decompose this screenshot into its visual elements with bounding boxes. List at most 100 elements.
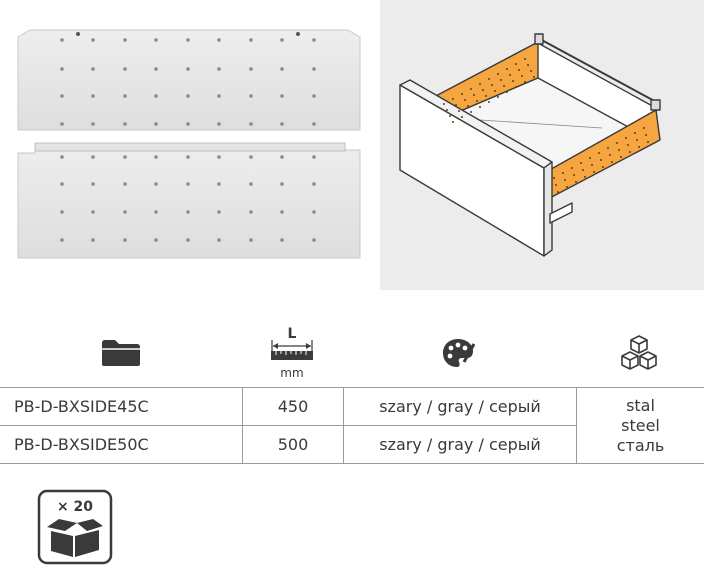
perforation-hole	[312, 182, 316, 186]
perforation-hole	[573, 174, 575, 176]
perforation-hole	[449, 115, 451, 117]
perforation-hole	[455, 104, 457, 106]
perforation-hole	[470, 111, 472, 113]
perforation-hole	[280, 67, 284, 71]
perforation-hole	[506, 68, 508, 70]
palette-icon	[443, 339, 476, 367]
perforation-hole	[461, 93, 463, 95]
perforation-hole	[249, 94, 253, 98]
perforation-hole	[123, 94, 127, 98]
panels-illustration	[17, 29, 361, 259]
perforation-hole	[446, 109, 448, 111]
drawer-illustration	[399, 33, 661, 257]
perforation-hole	[509, 74, 511, 76]
perforation-hole	[312, 122, 316, 126]
lower-panel	[17, 142, 361, 259]
box-icon: × 20	[37, 489, 113, 565]
perforation-hole	[600, 159, 602, 161]
perforation-hole	[217, 182, 221, 186]
perforation-hole	[625, 137, 627, 139]
perforation-hole	[616, 142, 618, 144]
perforation-hole	[60, 122, 64, 126]
perforation-hole	[512, 80, 514, 82]
cubes-icon	[621, 335, 657, 370]
perforation-hole	[618, 149, 620, 151]
perforation-hole	[566, 186, 568, 188]
perforation-hole	[497, 73, 499, 75]
perforation-hole	[582, 169, 584, 171]
perforation-hole	[186, 238, 190, 242]
folder-icon	[102, 340, 140, 366]
length-value: 500	[242, 425, 344, 464]
perforation-hole	[645, 134, 647, 136]
perforation-hole	[280, 182, 284, 186]
perforation-hole	[491, 84, 493, 86]
perforation-hole	[634, 132, 636, 134]
perforation-hole	[123, 238, 127, 242]
perforation-hole	[473, 94, 475, 96]
perforation-hole	[91, 238, 95, 242]
perforation-hole	[91, 67, 95, 71]
perforation-hole	[217, 122, 221, 126]
spec-table: PB-D-BXSIDE45C 450 szary / gray / серый …	[0, 387, 704, 464]
perforation-hole	[452, 98, 454, 100]
perforation-hole	[533, 76, 535, 78]
perforation-hole	[494, 90, 496, 92]
perforation-hole	[249, 238, 253, 242]
code-column-header	[0, 318, 242, 388]
perforation-hole	[60, 155, 64, 159]
perforation-hole	[620, 156, 622, 158]
perforation-hole	[461, 116, 463, 118]
perforation-hole	[280, 94, 284, 98]
length-unit: mm	[280, 366, 304, 380]
perforation-hole	[123, 122, 127, 126]
perforation-hole	[500, 79, 502, 81]
perforation-hole	[154, 67, 158, 71]
product-code: PB-D-BXSIDE45C	[0, 387, 243, 426]
perforation-hole	[564, 179, 566, 181]
perforation-hole	[627, 144, 629, 146]
perforation-hole	[91, 210, 95, 214]
perforation-hole	[580, 162, 582, 164]
perforation-hole	[280, 122, 284, 126]
perforation-hole	[154, 38, 158, 42]
perforation-hole	[186, 38, 190, 42]
perforation-hole	[506, 91, 508, 93]
length-ruler-icon: L	[271, 326, 313, 360]
perforation-hole	[518, 69, 520, 71]
perforation-hole	[217, 155, 221, 159]
perforation-hole	[636, 139, 638, 141]
perforation-hole	[249, 67, 253, 71]
perforation-hole	[186, 182, 190, 186]
perforation-hole	[607, 147, 609, 149]
perforation-hole	[91, 122, 95, 126]
perforation-hole	[593, 171, 595, 173]
perforation-hole	[186, 155, 190, 159]
perforation-hole	[186, 94, 190, 98]
perforation-hole	[602, 166, 604, 168]
perforation-hole	[154, 238, 158, 242]
perforation-hole	[647, 141, 649, 143]
perforation-hole	[249, 155, 253, 159]
perforation-hole	[470, 88, 472, 90]
perforation-hole	[154, 122, 158, 126]
perforation-hole	[217, 210, 221, 214]
perforation-hole	[217, 67, 221, 71]
perforation-hole	[638, 146, 640, 148]
perforation-hole	[479, 106, 481, 108]
perforation-hole	[458, 110, 460, 112]
material-ru: сталь	[616, 435, 665, 455]
perforation-hole	[629, 151, 631, 153]
perforation-hole	[479, 83, 481, 85]
perforation-hole	[591, 164, 593, 166]
perforation-hole	[524, 81, 526, 83]
perforation-hole	[643, 127, 645, 129]
perforation-hole	[482, 89, 484, 91]
color-column-header	[342, 318, 574, 388]
perforation-hole	[312, 67, 316, 71]
perforation-hole	[443, 103, 445, 105]
perforation-hole	[467, 105, 469, 107]
perforation-hole	[609, 154, 611, 156]
perforation-hole	[280, 38, 284, 42]
pack-quantity: × 20	[57, 499, 93, 515]
